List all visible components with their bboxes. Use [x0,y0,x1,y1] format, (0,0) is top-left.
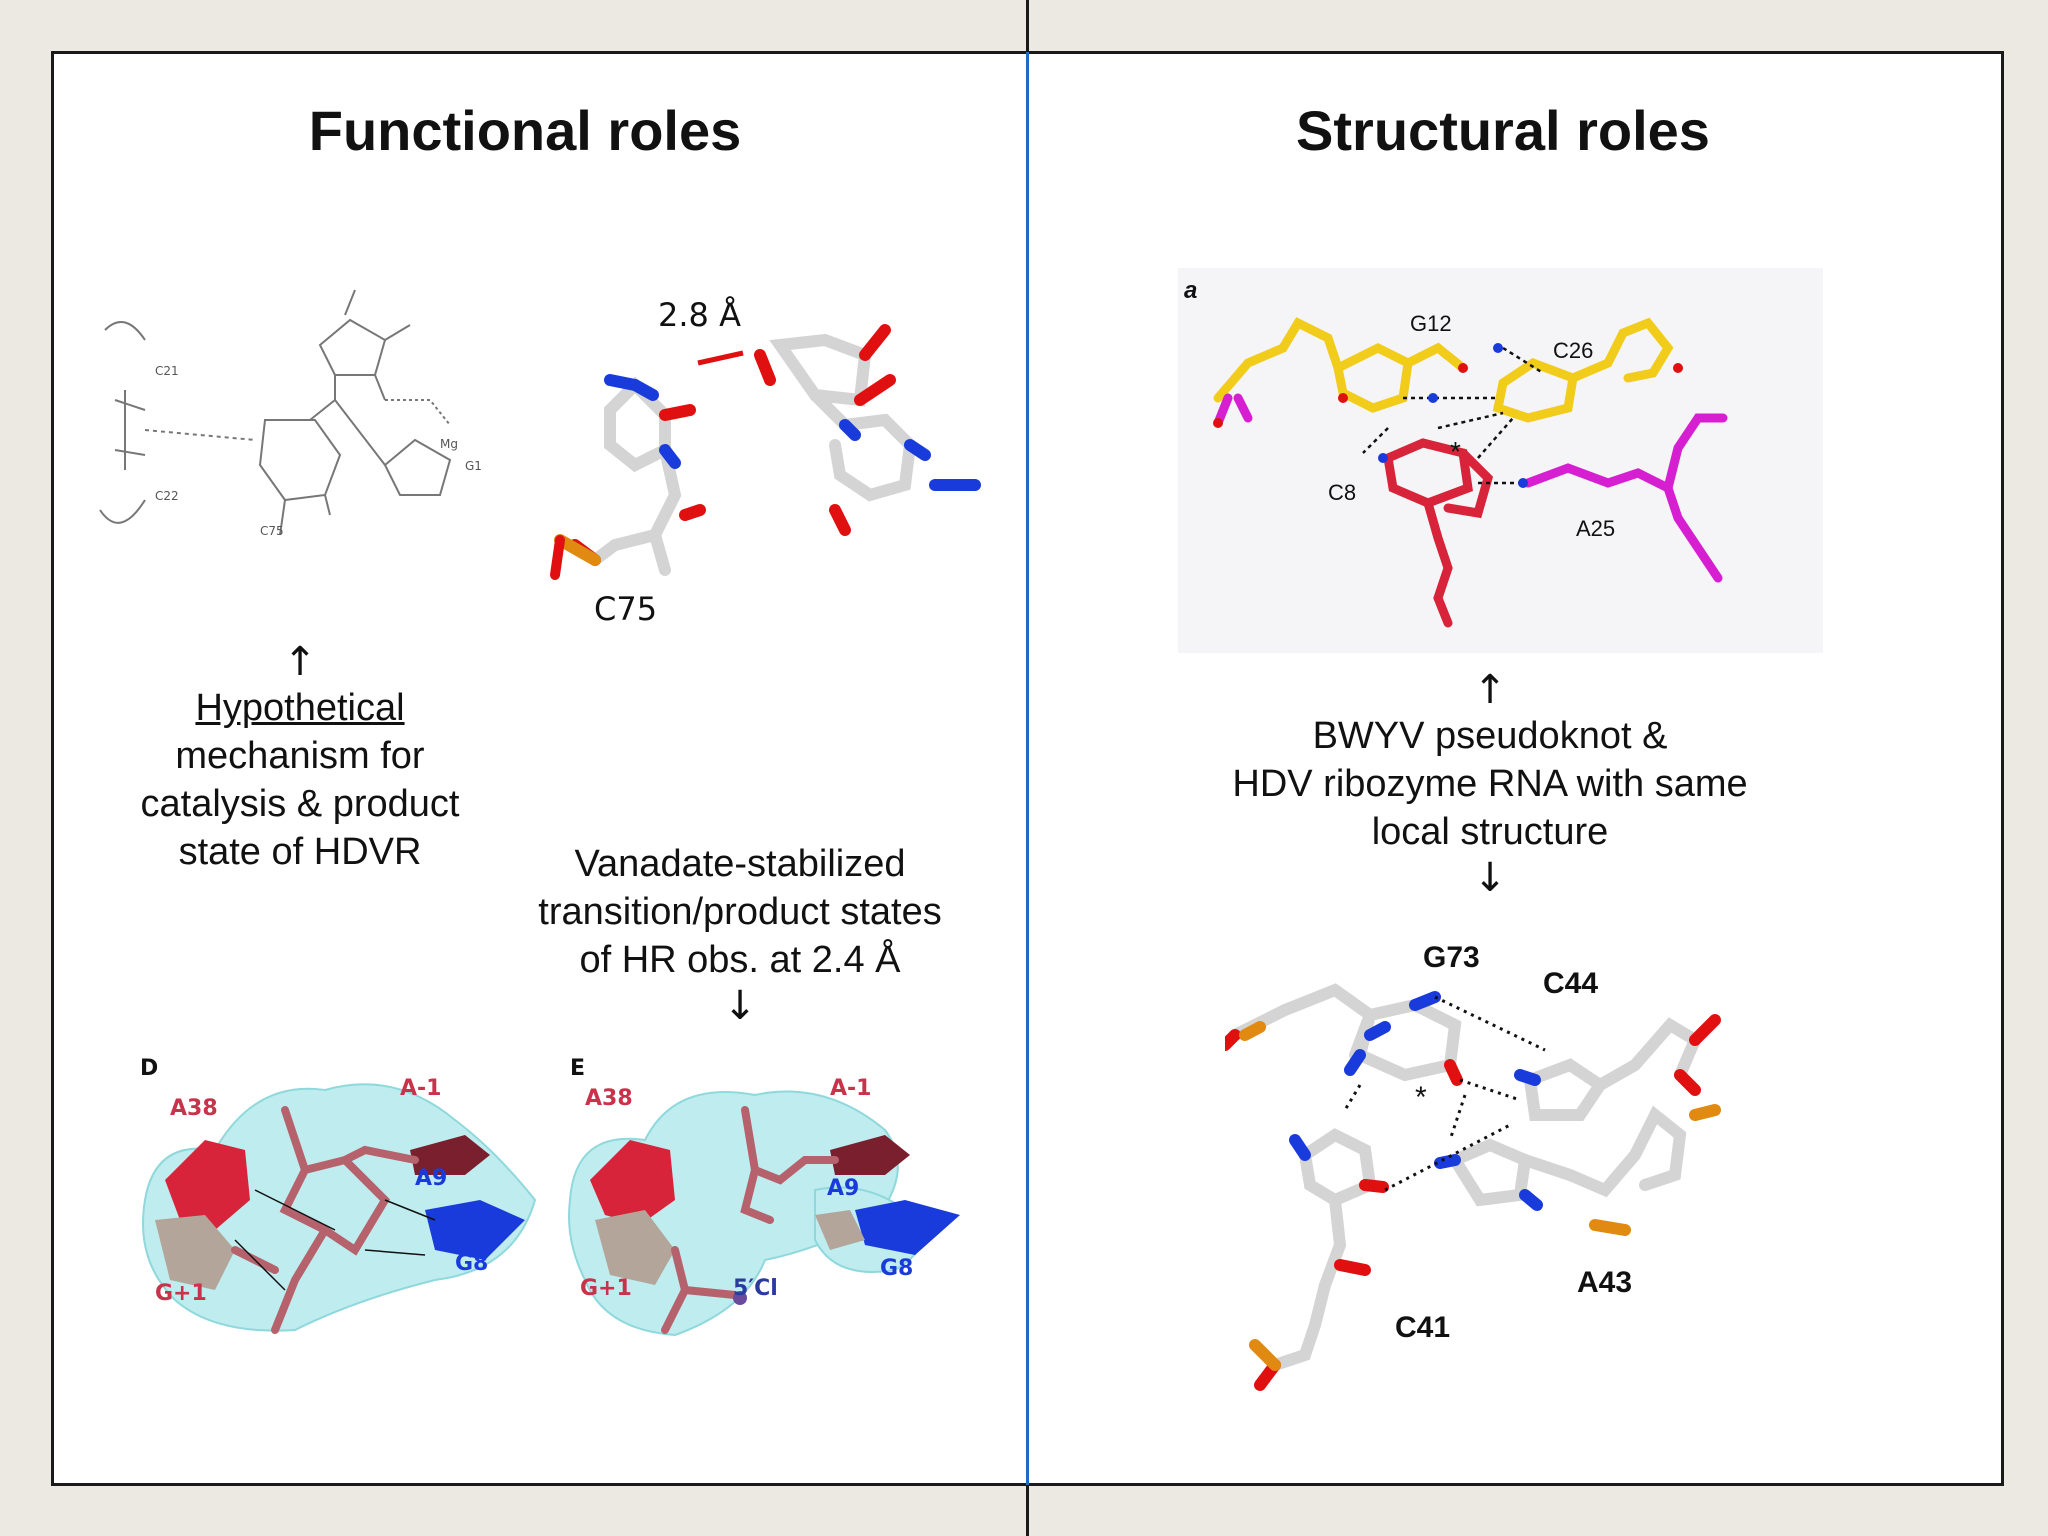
panel-d-a38: A38 [170,1096,218,1121]
panel-e-figure: E A38 A-1 A9 G8 G+1 5′Cl [568,1056,960,1337]
panel-d-g+1: G+1 [155,1281,207,1306]
structural-roles-heading: Structural roles [1296,99,1710,162]
bwyv-c26: C26 [1553,338,1593,363]
bwyv-line1: BWYV pseudoknot & [1312,715,1668,757]
vanadate-line2: transition/product states [538,891,942,933]
down-arrow-icon: ↓ [1473,855,1507,901]
mechanism-scheme-figure: C21 C22 C75 G1 Mg [99,289,482,538]
distance-label: 2.8 Å [658,296,741,334]
bwyv-figure-background [1178,268,1823,653]
svg-text:C21: C21 [155,364,179,378]
bwyv-line2: HDV ribozyme RNA with same [1232,763,1748,805]
panel-e-a-1: A-1 [830,1076,871,1101]
vanadate-line1: Vanadate-stabilized [574,843,906,885]
divider-top-stub [1026,0,1029,52]
svg-text:G1: G1 [465,459,482,473]
panel-e-a9: A9 [827,1176,859,1201]
panel-d-a-1: A-1 [400,1076,441,1101]
panel-e-g8: G8 [880,1256,913,1281]
panel-d-a9: A9 [415,1166,447,1191]
svg-text:C75: C75 [260,524,284,538]
functional-roles-heading: Functional roles [308,99,742,162]
bwyv-panel-letter: a [1184,277,1197,304]
svg-text:C22: C22 [155,489,179,503]
svg-text:Mg: Mg [440,437,458,451]
hypothetical-line3: catalysis & product [140,783,460,825]
vanadate-caption: Vanadate-stabilized transition/product s… [505,840,975,1028]
up-arrow-icon: ↑ [1473,667,1507,713]
column-divider [1026,52,1029,1485]
c75-label: C75 [594,590,658,628]
panel-e-g+1: G+1 [580,1276,632,1301]
bwyv-pseudoknot-figure: a G12 C26 C8 A25 * [1184,277,1728,628]
hypothetical-line2: mechanism for [175,735,425,777]
bwyv-g12: G12 [1410,311,1452,336]
hdv-a43: A43 [1577,1266,1632,1299]
hypothetical-line4: state of HDVR [178,831,422,873]
hdv-star: * [1415,1081,1427,1114]
panel-d-g8: G8 [455,1251,488,1276]
bwyv-a25: A25 [1576,516,1615,541]
hdv-c44: C44 [1543,967,1598,1000]
panel-d-letter: D [140,1056,158,1081]
bwyv-caption: ↑ BWYV pseudoknot & HDV ribozyme RNA wit… [1200,668,1780,900]
hypothetical-word: Hypothetical [195,687,405,729]
panel-e-letter: E [570,1056,585,1081]
bwyv-c8: C8 [1328,480,1356,505]
up-arrow-icon: ↑ [283,639,317,685]
divider-bottom-stub [1026,1484,1029,1536]
bwyv-line3: local structure [1371,811,1609,853]
panel-e-cl: 5′Cl [733,1276,778,1301]
panel-e-a38: A38 [585,1086,633,1111]
down-arrow-icon: ↓ [723,983,757,1029]
c75-stick-figure [550,324,981,580]
hdv-c41: C41 [1395,1311,1450,1344]
panel-d-figure: D A38 A-1 A9 G8 G+1 [140,1056,537,1334]
vanadate-line3: of HR obs. at 2.4 Å [579,939,901,981]
hypothetical-caption: ↑ Hypothetical mechanism for catalysis &… [100,640,500,876]
hdv-ribozyme-figure: G73 C44 A43 C41 * [1225,941,1721,1391]
bwyv-star: * [1450,436,1461,467]
hdv-g73: G73 [1423,941,1480,974]
